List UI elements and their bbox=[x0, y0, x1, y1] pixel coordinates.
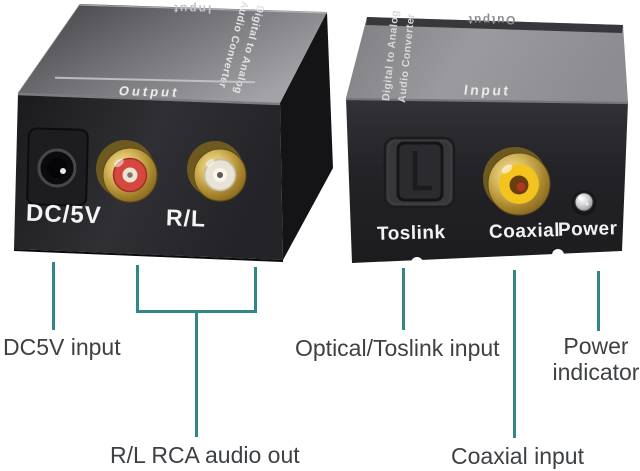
annotation-optical-toslink-input: Optical/Toslink input bbox=[295, 335, 500, 361]
toslink-housing-highlight bbox=[387, 140, 452, 205]
left-device-left-edge bbox=[17, 3, 81, 94]
dc-5v-print: DC/5V bbox=[25, 199, 103, 230]
rca-red-jack bbox=[96, 140, 158, 203]
right-device-front-fold bbox=[345, 97, 629, 105]
left-device-side-face bbox=[280, 12, 333, 260]
toslink-port bbox=[377, 136, 462, 209]
rl-print: R/L bbox=[165, 204, 207, 232]
rca-white-highlight bbox=[205, 159, 215, 167]
mount-notch-right bbox=[552, 249, 564, 261]
rca-white-hole bbox=[217, 172, 223, 178]
rca-red-highlight bbox=[114, 158, 124, 168]
right-top-input-print: Input bbox=[463, 81, 512, 99]
dc-5v-jack bbox=[26, 127, 89, 207]
callout-line-power bbox=[597, 271, 600, 331]
dc-jack-hole bbox=[47, 158, 67, 178]
power-led-glint-2 bbox=[585, 202, 589, 206]
left-device-front-fold bbox=[17, 92, 281, 106]
right-device bbox=[345, 17, 629, 269]
annotation-coaxial-input: Coaxial input bbox=[451, 443, 584, 469]
toslink-flap bbox=[396, 141, 444, 202]
callout-bracket-right bbox=[254, 267, 257, 312]
coaxial-pin-glint bbox=[516, 182, 526, 192]
callout-bracket-left bbox=[136, 265, 139, 312]
left-device-back-edge bbox=[79, 4, 328, 14]
annotation-rl-rca-audio-out: R/L RCA audio out bbox=[110, 442, 300, 468]
power-led-glint bbox=[578, 196, 582, 200]
left-top-output-print: Output bbox=[117, 83, 182, 100]
coaxial-print: Coaxial bbox=[488, 220, 561, 243]
rca-red-hole bbox=[127, 172, 133, 178]
power-print: Power bbox=[557, 218, 618, 241]
left-top-input-print: Input bbox=[171, 1, 212, 17]
left-device-bottom-edge bbox=[13, 249, 284, 262]
power-led bbox=[571, 190, 597, 216]
coaxial-highlight bbox=[501, 164, 513, 174]
dc-jack-pin-glint bbox=[60, 168, 66, 174]
annotation-power-indicator: Power indicator bbox=[552, 333, 640, 385]
coaxial-jack bbox=[483, 147, 551, 216]
mount-notch-left bbox=[411, 257, 423, 269]
callout-line-toslink bbox=[402, 268, 405, 330]
callout-line-dc bbox=[52, 262, 55, 330]
toslink-shutter-line bbox=[412, 151, 432, 191]
right-device-top-face bbox=[346, 17, 628, 102]
callout-line-coaxial bbox=[513, 270, 516, 438]
callout-bracket-stem bbox=[195, 311, 198, 437]
right-top-output-print: Output bbox=[467, 13, 516, 27]
toslink-print: Toslink bbox=[376, 222, 446, 245]
right-device-back-rim bbox=[366, 17, 623, 33]
annotation-dc5v-input: DC5V input bbox=[3, 334, 121, 360]
power-led-dome bbox=[574, 192, 594, 212]
rca-white-jack bbox=[187, 141, 247, 202]
